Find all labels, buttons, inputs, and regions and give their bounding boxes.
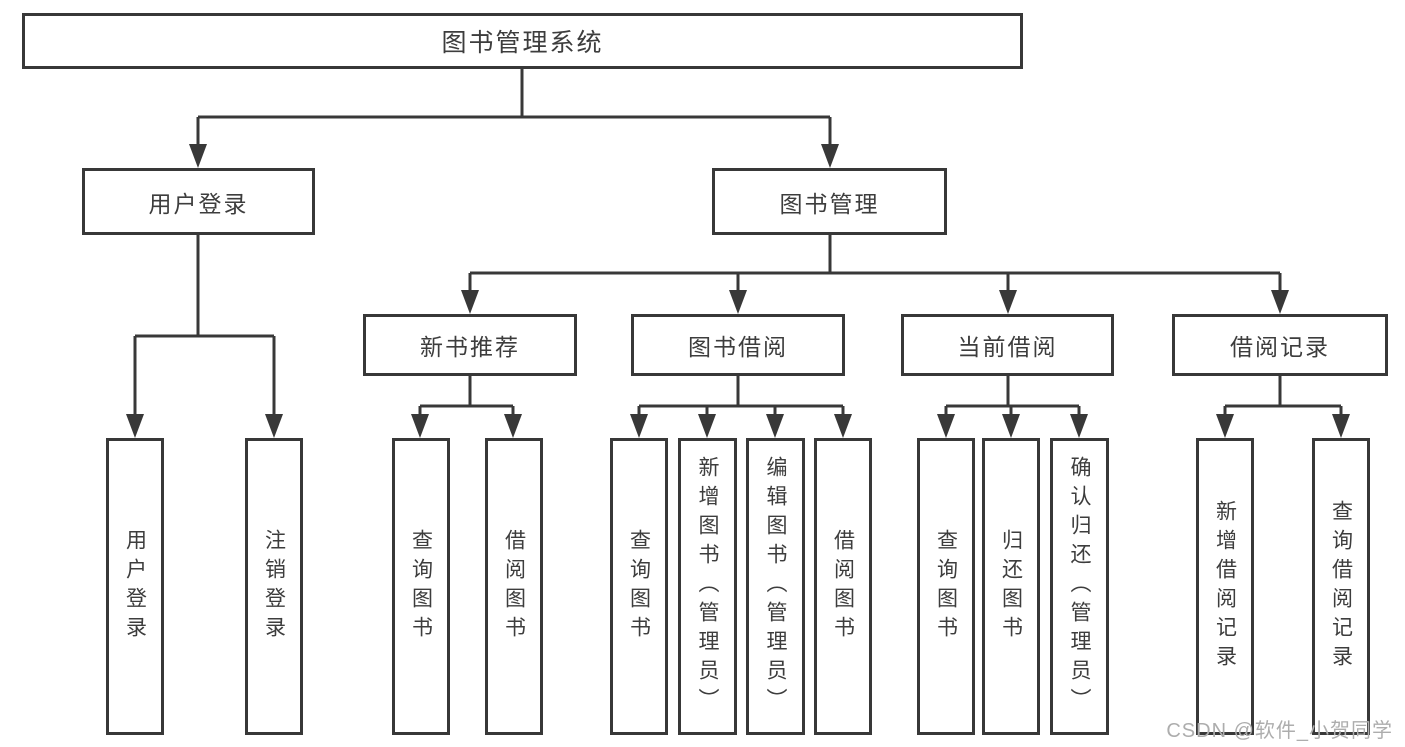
leaf-user-login: 用户登录 xyxy=(106,438,164,735)
node-label: 查询图书 xyxy=(934,528,958,645)
node-label: 图书管理系统 xyxy=(441,29,604,57)
node-label: 用户登录 xyxy=(123,528,147,645)
leaf-logout: 注销登录 xyxy=(245,438,303,735)
leaf-query-books-nbr: 查询图书 xyxy=(392,438,450,735)
node-borrowing-records: 借阅记录 xyxy=(1172,314,1388,376)
node-library-management-system: 图书管理系统 xyxy=(22,13,1023,69)
node-label: 借阅图书 xyxy=(831,528,855,645)
node-user-login-branch: 用户登录 xyxy=(82,168,315,235)
node-label: 查询图书 xyxy=(409,528,433,645)
leaf-confirm-return-admin: 确认归还（管理员） xyxy=(1050,438,1109,735)
node-label: 图书管理 xyxy=(779,190,880,217)
leaf-query-books-bb: 查询图书 xyxy=(610,438,668,735)
node-label: 新书推荐 xyxy=(420,334,520,360)
leaf-return-books: 归还图书 xyxy=(982,438,1040,735)
node-label: 新增图书（管理员） xyxy=(696,456,719,717)
leaf-borrow-books-bb: 借阅图书 xyxy=(814,438,872,735)
csdn-watermark: CSDN @软件_小贺同学 xyxy=(1166,720,1393,742)
node-label: 用户登录 xyxy=(148,190,249,217)
node-book-borrowing: 图书借阅 xyxy=(631,314,845,376)
node-label: 新增借阅记录 xyxy=(1213,499,1237,674)
node-new-book-recommendation: 新书推荐 xyxy=(363,314,577,376)
leaf-query-borrow-record: 查询借阅记录 xyxy=(1312,438,1370,735)
node-label: 图书借阅 xyxy=(688,334,788,360)
leaf-add-books-admin: 新增图书（管理员） xyxy=(678,438,737,735)
node-label: 借阅记录 xyxy=(1230,334,1330,360)
leaf-add-borrow-record: 新增借阅记录 xyxy=(1196,438,1254,735)
node-book-management-branch: 图书管理 xyxy=(712,168,947,235)
node-label: 查询借阅记录 xyxy=(1329,499,1353,674)
node-label: 借阅图书 xyxy=(502,528,526,645)
leaf-edit-books-admin: 编辑图书（管理员） xyxy=(746,438,805,735)
leaf-borrow-books-nbr: 借阅图书 xyxy=(485,438,543,735)
node-label: 查询图书 xyxy=(627,528,651,645)
node-label: 当前借阅 xyxy=(957,334,1058,360)
node-label: 归还图书 xyxy=(999,528,1023,645)
node-current-borrowing: 当前借阅 xyxy=(901,314,1114,376)
leaf-query-books-cb: 查询图书 xyxy=(917,438,975,735)
node-label: 注销登录 xyxy=(262,528,286,645)
node-label: 编辑图书（管理员） xyxy=(764,456,787,717)
node-label: 确认归还（管理员） xyxy=(1068,456,1091,717)
